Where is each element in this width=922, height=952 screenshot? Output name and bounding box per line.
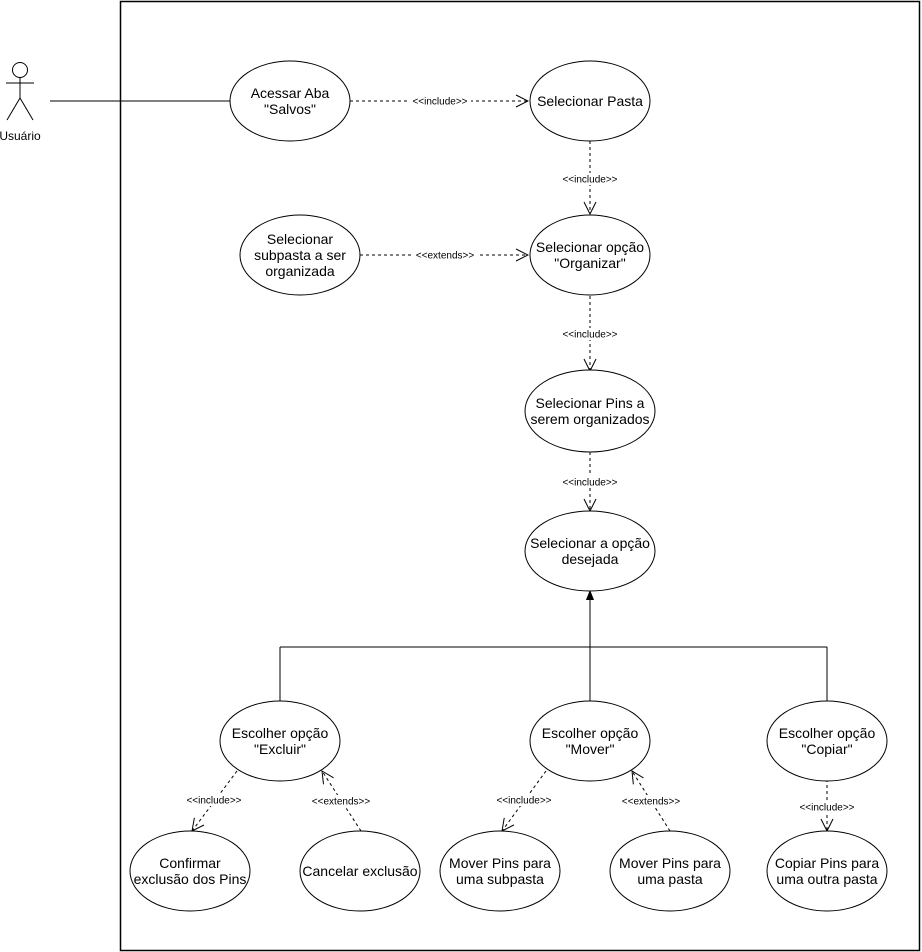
svg-text:Mover Pins para: Mover Pins para [619,855,721,871]
svg-text:exclusão dos Pins: exclusão dos Pins [134,871,247,887]
svg-text:"Salvos": "Salvos" [264,101,316,117]
rel-label-2: <<include>> [559,173,621,186]
rel-label-8: <<include>> [493,794,555,807]
svg-text:Escolher opção: Escolher opção [779,725,876,741]
svg-text:"Copiar": "Copiar" [801,741,852,757]
svg-text:Selecionar opção: Selecionar opção [536,239,644,255]
svg-text:<<include>>: <<include>> [186,796,241,807]
svg-text:"Organizar": "Organizar" [554,255,625,271]
rel-label-5: <<include>> [559,476,621,489]
actor-label: Usuário [0,129,41,143]
svg-text:"Excluir": "Excluir" [254,741,306,757]
svg-text:Selecionar Pins a: Selecionar Pins a [536,395,645,411]
usecase-copiar-pins: Copiar Pins para uma outra pasta [766,830,888,912]
svg-text:<<include>>: <<include>> [799,803,854,814]
svg-text:<<include>>: <<include>> [412,97,467,108]
svg-text:uma pasta: uma pasta [637,871,703,887]
svg-text:<<include>>: <<include>> [496,796,551,807]
svg-text:serem organizados: serem organizados [530,411,649,427]
svg-text:"Mover": "Mover" [566,741,615,757]
usecase-selecionar-subpasta: Selecionar subpasta a ser organizada [239,214,361,296]
rel-label-6: <<include>> [183,794,245,807]
rel-label-7: <<extends>> [308,795,374,808]
rel-label-3: <<extends>> [412,249,478,262]
usecase-escolher-mover: Escolher opção "Mover" [529,700,651,782]
svg-text:Selecionar: Selecionar [267,231,333,247]
rel-label-10: <<include>> [796,801,858,814]
actor-usuario [6,62,34,121]
usecase-escolher-copiar: Escolher opção "Copiar" [766,700,888,782]
svg-text:desejada: desejada [562,551,619,567]
svg-text:Selecionar Pasta: Selecionar Pasta [537,93,643,109]
svg-text:<<extends>>: <<extends>> [416,251,475,262]
usecase-acessar-aba: Acessar Aba "Salvos" [229,60,351,142]
svg-text:uma subpasta: uma subpasta [456,871,544,887]
svg-text:Confirmar: Confirmar [159,855,221,871]
rel-label-1: <<include>> [409,95,471,108]
svg-text:Selecionar a opção: Selecionar a opção [530,535,650,551]
usecase-cancelar-exclusao: Cancelar exclusão [299,830,421,912]
svg-text:Escolher opção: Escolher opção [542,725,639,741]
svg-text:Escolher opção: Escolher opção [232,725,329,741]
svg-text:Cancelar exclusão: Cancelar exclusão [302,863,417,879]
svg-text:<<extends>>: <<extends>> [312,797,371,808]
system-boundary [119,0,921,952]
svg-text:<<include>>: <<include>> [562,175,617,186]
svg-text:organizada: organizada [265,263,334,279]
svg-text:Mover Pins para: Mover Pins para [449,855,551,871]
svg-text:<<include>>: <<include>> [562,478,617,489]
svg-text:<<extends>>: <<extends>> [622,797,681,808]
svg-text:uma outra pasta: uma outra pasta [776,871,877,887]
usecase-mover-subpasta: Mover Pins para uma subpasta [439,830,561,912]
svg-text:Copiar Pins para: Copiar Pins para [775,855,879,871]
usecase-selecionar-pasta: Selecionar Pasta [529,60,651,142]
usecase-escolher-excluir: Escolher opção "Excluir" [219,700,341,782]
usecase-confirmar-exclusao: Confirmar exclusão dos Pins [129,830,251,912]
svg-text:<<include>>: <<include>> [562,330,617,341]
rel-label-9: <<extends>> [618,795,684,808]
usecase-mover-pasta: Mover Pins para uma pasta [609,830,731,912]
svg-text:subpasta a ser: subpasta a ser [254,247,346,263]
usecase-selecionar-organizar: Selecionar opção "Organizar" [529,214,651,296]
svg-text:Acessar Aba: Acessar Aba [251,85,330,101]
rel-label-4: <<include>> [559,328,621,341]
usecase-selecionar-pins: Selecionar Pins a serem organizados [524,369,656,453]
usecase-selecionar-opcao: Selecionar a opção desejada [524,510,656,592]
